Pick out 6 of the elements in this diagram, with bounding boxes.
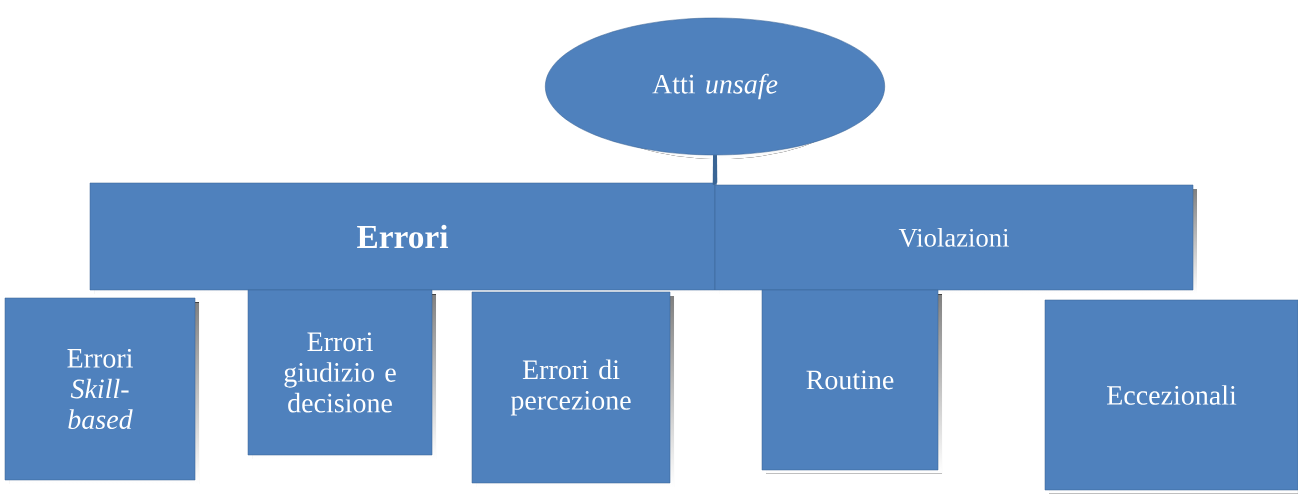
category-box: Errori Skill-based xyxy=(4,297,199,484)
category-box: Errori giudizio e decisione xyxy=(247,289,436,459)
category-box: Eccezionali xyxy=(1044,299,1298,494)
category-box: Violazioni xyxy=(714,184,1197,294)
category-box: Errori di percezione xyxy=(471,291,674,487)
category-box: Routine xyxy=(761,289,942,474)
